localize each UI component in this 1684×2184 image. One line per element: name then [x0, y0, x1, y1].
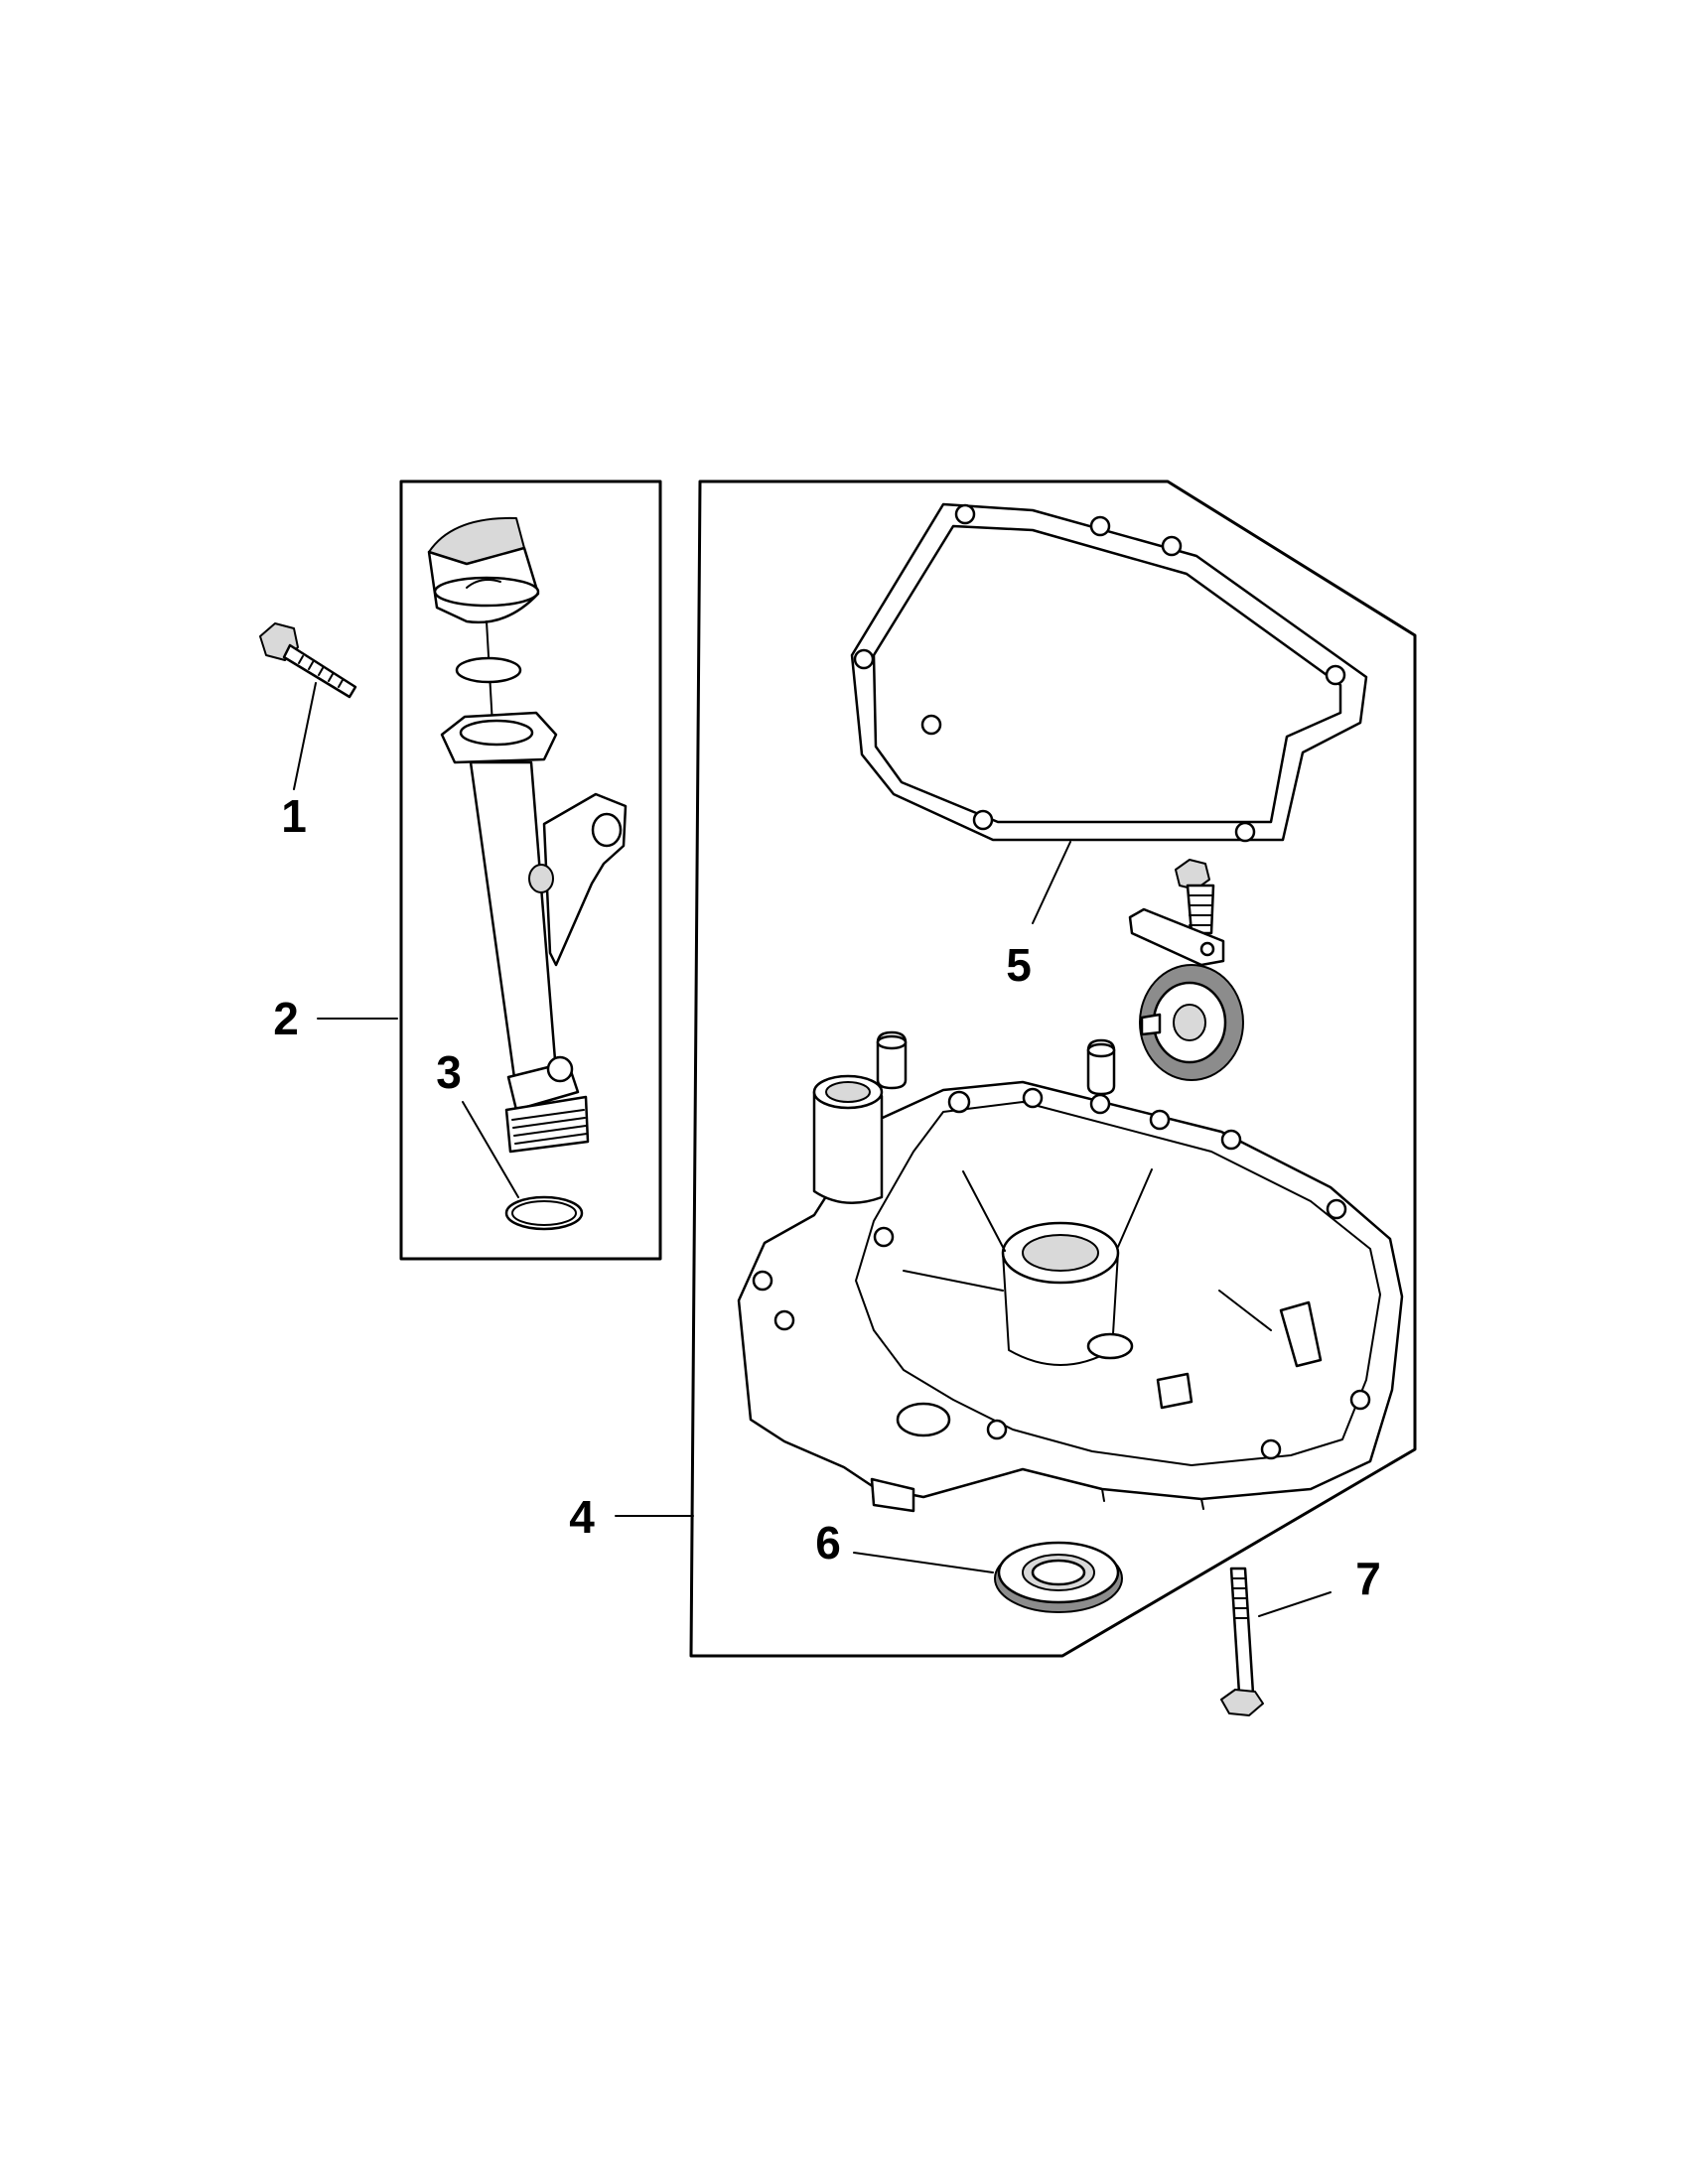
- dipstick-assembly-frame: [399, 479, 662, 1261]
- oil-seal-icon: [853, 1541, 1123, 1613]
- callout-2: 2: [273, 993, 299, 1044]
- callout-3: 3: [436, 1046, 462, 1098]
- callout-6: 6: [815, 1517, 841, 1569]
- callout-4: 4: [569, 1491, 595, 1543]
- engine-sump-icon: [737, 1074, 1404, 1513]
- governor-gear-icon: [1128, 859, 1244, 1081]
- dowel-pin-icon: [876, 1030, 1116, 1096]
- o-ring-icon: [462, 1101, 584, 1231]
- callout-5: 5: [1006, 939, 1032, 991]
- callout-1: 1: [281, 790, 307, 842]
- gasket-icon: [850, 502, 1368, 924]
- dipstick-tube-icon: [427, 516, 628, 1154]
- sump-assembly-frame: [689, 479, 1417, 1658]
- bolt-icon: [259, 622, 357, 790]
- callout-7: 7: [1355, 1553, 1381, 1604]
- bolt-icon: [1220, 1567, 1332, 1716]
